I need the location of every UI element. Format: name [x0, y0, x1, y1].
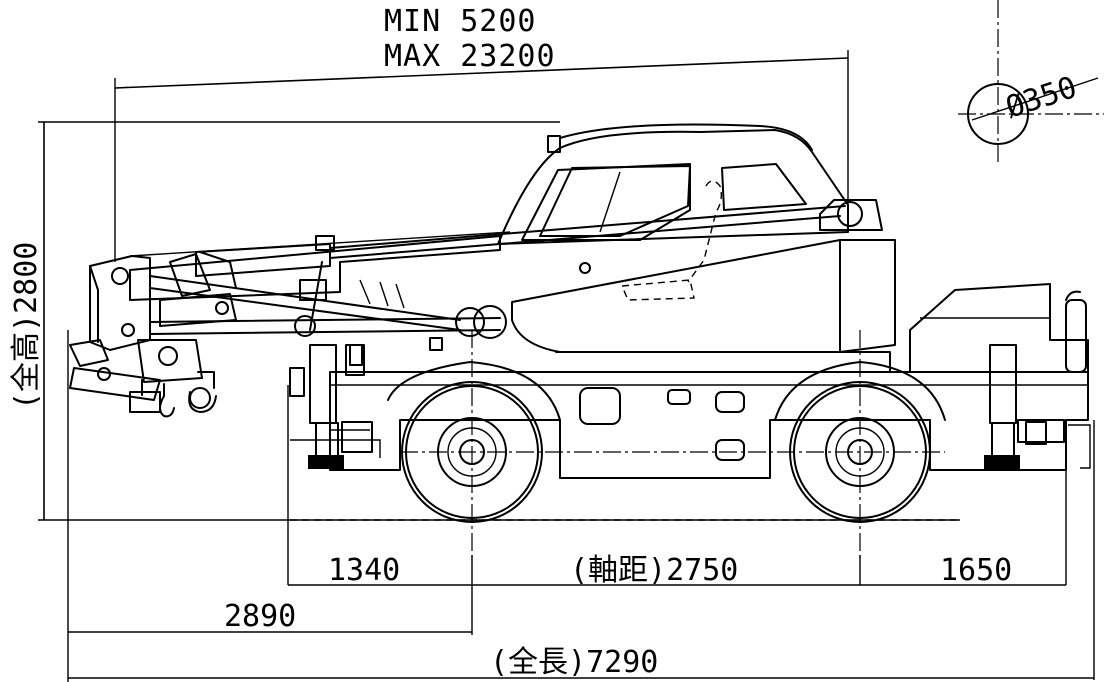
overall-length-label: (全長)7290	[490, 645, 658, 680]
carrier-frame	[329, 283, 1091, 479]
hook-block	[69, 339, 203, 413]
auxiliary-hook	[159, 383, 175, 418]
front-overhang-label: 1340	[328, 553, 400, 588]
front-wheel	[401, 381, 543, 523]
rear-overhang-label: 1650	[940, 553, 1012, 588]
cab	[497, 123, 883, 301]
superstructure-plate	[511, 239, 896, 373]
telescopic-boom	[129, 205, 846, 301]
boom-max-length-label: MAX 23200	[384, 39, 556, 74]
rear-outrigger	[984, 344, 1047, 469]
overall-height-label: (全高)2800	[9, 242, 44, 410]
derrick-cylinder	[149, 261, 507, 339]
boom-min-length-label: MIN 5200	[384, 4, 537, 39]
front-outrigger	[289, 344, 373, 469]
main-hook	[188, 371, 217, 413]
wheelbase-label: (軸距)2750	[570, 553, 738, 588]
front-length-label: 2890	[224, 599, 296, 634]
sheave-diameter-label: Ø350	[1002, 70, 1082, 126]
sheave-detail	[958, 0, 1104, 162]
